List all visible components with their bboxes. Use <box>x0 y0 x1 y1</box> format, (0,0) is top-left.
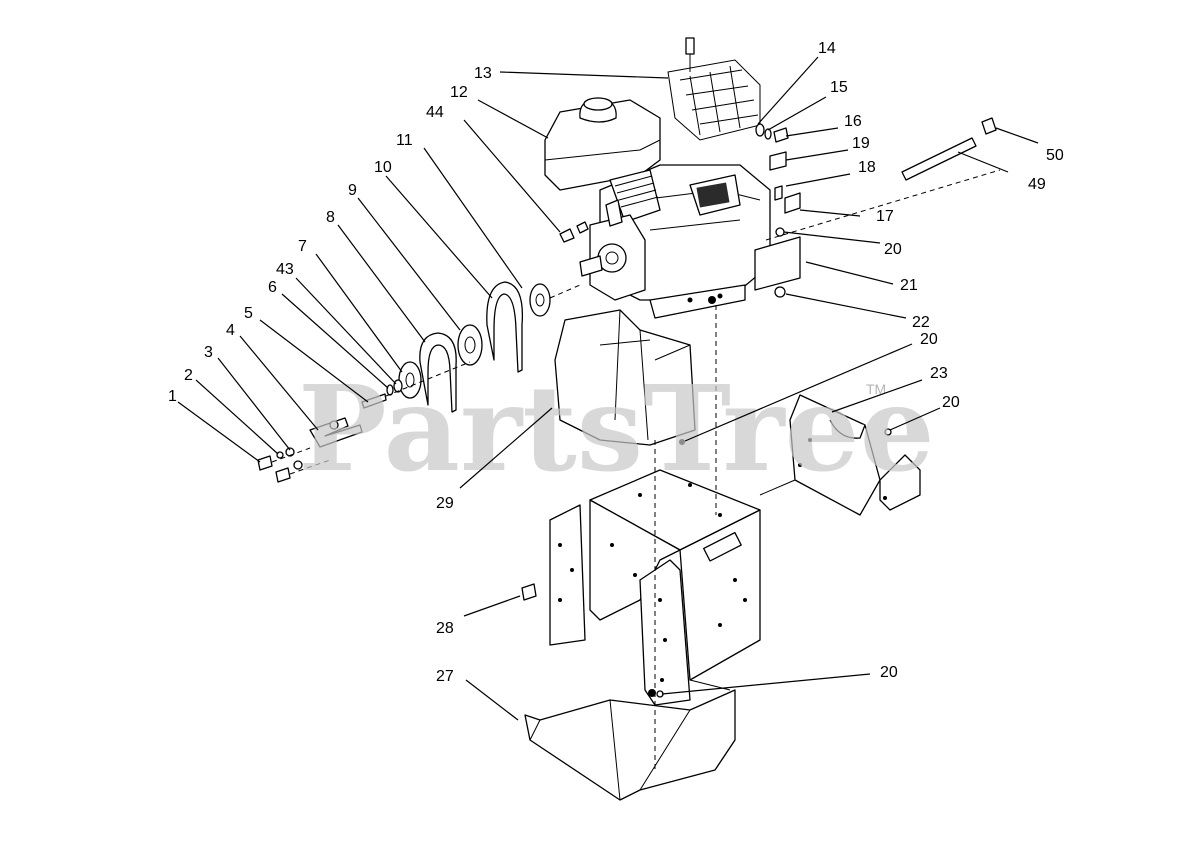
watermark-trademark: TM <box>866 381 886 397</box>
watermark-text: PartsTree <box>298 359 935 498</box>
callout-12: 12 <box>450 84 468 101</box>
callout-20-b: 20 <box>920 331 938 348</box>
callout-1: 1 <box>168 388 177 405</box>
callout-10: 10 <box>374 159 392 176</box>
callout-9: 9 <box>348 182 357 199</box>
callout-13: 13 <box>474 65 492 82</box>
callout-7: 7 <box>298 238 307 255</box>
side-bracket <box>759 394 921 516</box>
callout-20-c: 20 <box>942 394 960 411</box>
engine-hardware <box>521 117 997 698</box>
leader-lines <box>177 56 1039 721</box>
belt-cover <box>554 309 696 446</box>
callout-20-d: 20 <box>880 664 898 681</box>
callout-43: 43 <box>276 261 294 278</box>
callout-29: 29 <box>436 495 454 512</box>
drive-components <box>257 281 581 483</box>
callout-27: 27 <box>436 668 454 685</box>
callout-11: 11 <box>396 132 413 149</box>
callout-22: 22 <box>912 314 930 331</box>
callout-2: 2 <box>184 367 193 384</box>
callout-5: 5 <box>244 305 253 322</box>
callout-17: 17 <box>876 208 894 225</box>
callout-15: 15 <box>830 79 848 96</box>
callout-14: 14 <box>818 40 836 57</box>
frame-housing <box>549 469 761 706</box>
callout-50: 50 <box>1046 147 1064 164</box>
callout-4: 4 <box>226 322 235 339</box>
air-cleaner-guard <box>667 37 761 141</box>
callout-20-a: 20 <box>884 241 902 258</box>
callout-6: 6 <box>268 279 277 296</box>
callout-49: 49 <box>1028 176 1046 193</box>
callout-3: 3 <box>204 344 213 361</box>
callout-18: 18 <box>858 159 876 176</box>
callout-28: 28 <box>436 620 454 637</box>
callout-16: 16 <box>844 113 862 130</box>
engine <box>544 97 771 319</box>
callout-23: 23 <box>930 365 948 382</box>
callout-8: 8 <box>326 209 335 226</box>
callout-labels: 13 14 15 12 44 16 19 50 11 18 10 49 9 17… <box>168 40 1064 685</box>
bottom-pan <box>524 689 736 801</box>
callout-44: 44 <box>426 104 444 121</box>
callout-19: 19 <box>852 135 870 152</box>
callout-21: 21 <box>900 277 918 294</box>
